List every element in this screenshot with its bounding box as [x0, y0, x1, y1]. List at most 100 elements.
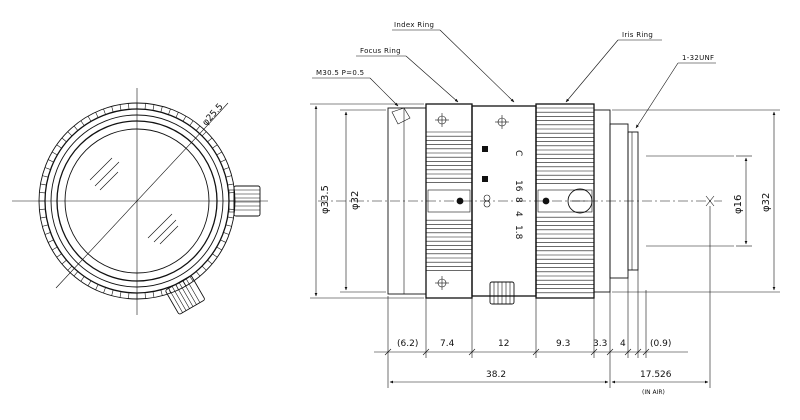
knurl-tooth — [207, 259, 213, 265]
knurl-tooth — [182, 280, 187, 287]
knurl-tooth — [220, 159, 226, 163]
knurl-tooth — [51, 151, 58, 156]
knurl-tooth — [227, 183, 234, 186]
focus-index-mark-bottom — [435, 276, 449, 290]
svg-text:(0.9): (0.9) — [650, 339, 671, 349]
right-lock-knob — [228, 185, 261, 217]
focus-index-dot — [456, 197, 464, 205]
label-iris-ring: Iris Ring — [622, 31, 653, 39]
aperture-scale: C 16 8 4 1.8 — [513, 150, 523, 240]
knurl-tooth — [111, 289, 114, 296]
svg-text:9.3: 9.3 — [556, 339, 570, 349]
dim-outer-diameter-label: φ33.5 — [320, 185, 331, 214]
knurl-tooth — [40, 216, 47, 219]
knurl-tooth — [225, 224, 232, 227]
segment-labels: (6.2) 7.4 12 9.3 3.3 4 (0.9) — [397, 339, 671, 349]
c-mount — [627, 131, 639, 271]
flange-back-label: 17.526 — [640, 370, 672, 380]
svg-text:3.3: 3.3 — [593, 339, 607, 349]
knurl-tooth — [128, 103, 130, 110]
knurl-tooth — [103, 287, 106, 294]
bottom-lock-screw — [489, 281, 515, 305]
knurl-tooth — [73, 271, 79, 277]
knurl-tooth — [207, 137, 213, 143]
label-focus-ring: Focus Ring — [360, 47, 401, 55]
knurl-tooth — [212, 144, 218, 149]
label-thread: M30.5 P=0.5 — [316, 69, 364, 77]
knurl-tooth — [119, 104, 122, 111]
knurl-tooth — [201, 131, 207, 137]
knurl-tooth — [87, 280, 92, 287]
knurl-tooth — [223, 167, 230, 170]
knurl-tooth — [223, 232, 230, 235]
knurl-tooth — [182, 115, 187, 122]
knurl-tooth — [195, 271, 201, 277]
label-mount: 1-32UNF — [682, 54, 714, 62]
knurl-tooth — [201, 265, 207, 271]
knurl-tooth — [95, 112, 99, 118]
knurl-tooth — [216, 151, 223, 156]
svg-text:C: C — [513, 150, 523, 156]
leader-index-ring — [439, 29, 515, 103]
total-length-label: 38.2 — [486, 370, 506, 380]
knurl-tooth — [61, 137, 67, 143]
leader-focus-ring — [405, 55, 459, 103]
knurl-tooth — [42, 224, 49, 227]
knurl-tooth — [220, 239, 226, 243]
segment-ticks — [384, 348, 650, 356]
knurl-tooth — [39, 192, 46, 194]
thread-hatch — [391, 107, 411, 125]
extension-lines — [387, 206, 711, 388]
glass-reflection — [89, 157, 179, 245]
knurl-tooth — [225, 175, 232, 178]
knurl-tooth — [144, 103, 146, 110]
front-diameter-label: φ25.5 — [201, 102, 226, 128]
knurl-tooth — [67, 265, 73, 271]
knurl-tooth — [48, 159, 54, 163]
focus-index-mark-top — [435, 113, 449, 127]
index-ring-mark — [495, 115, 509, 129]
knurl-tooth — [80, 276, 85, 282]
knurl-tooth — [67, 131, 73, 137]
knurl-tooth — [56, 144, 62, 149]
knurl-tooth — [39, 208, 46, 210]
leader-mount — [635, 62, 679, 129]
lower-lock-knob — [165, 275, 205, 315]
focal-point-mark — [705, 195, 715, 207]
knurl-tooth — [212, 253, 218, 258]
knurl-tooth — [152, 104, 155, 111]
knurl-tooth — [195, 125, 201, 131]
knurl-tooth — [73, 125, 79, 131]
knurl-tooth — [175, 112, 179, 118]
svg-text:8: 8 — [513, 197, 523, 203]
knurl-tooth — [160, 106, 163, 113]
side-view: C 16 8 4 1.8 — [310, 21, 780, 396]
svg-text:(6.2): (6.2) — [397, 339, 418, 349]
knurl-tooth — [48, 239, 54, 243]
leader-iris-ring — [565, 39, 619, 103]
flange-back-note: (IN AIR) — [642, 389, 665, 396]
knurl-tooth — [189, 120, 194, 126]
knurl-tooth — [111, 106, 114, 113]
dim-body-diameter-label: φ32 — [350, 191, 361, 210]
knurl-tooth — [216, 246, 223, 251]
knurl-tooth — [119, 291, 122, 298]
knurl-tooth — [103, 108, 106, 115]
iris-lock-knob — [567, 188, 593, 214]
knurl-tooth — [227, 216, 234, 219]
knurl-tooth — [168, 108, 171, 115]
diameter-leader — [55, 113, 219, 289]
knurl-tooth — [42, 175, 49, 178]
knurl-tooth — [61, 259, 67, 265]
knurl-tooth — [95, 284, 99, 290]
svg-text:7.4: 7.4 — [440, 339, 455, 349]
knurl-tooth — [40, 183, 47, 186]
knurl-tooth — [44, 232, 51, 235]
knurl-tooth — [144, 292, 146, 299]
knurl-tooth — [189, 276, 194, 282]
leader-thread — [369, 77, 399, 107]
svg-text:4: 4 — [620, 339, 626, 349]
knurl-tooth — [44, 167, 51, 170]
